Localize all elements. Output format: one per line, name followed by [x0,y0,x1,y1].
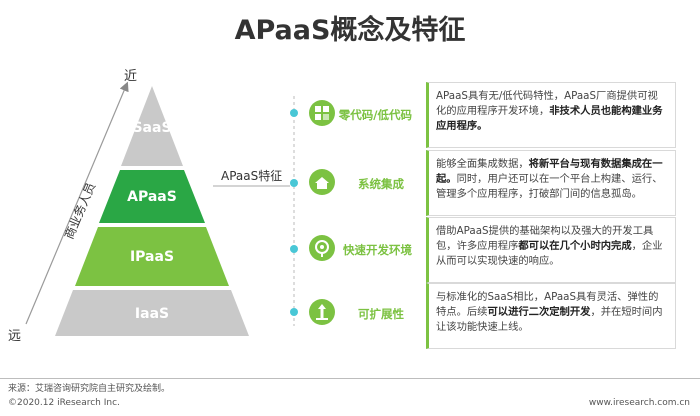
layer-iaas [55,290,249,336]
attribute-label: APaaS特征 [221,168,282,183]
feature-desc-2: 能够全面集成数据，将新平台与现有数据集成在一起。同时，用户还可以在一个平台上构建… [426,150,676,216]
feature-desc-4: 与标准化的SaaS相比，APaaS具有灵活、弹性的特点。后续可以进行二次定制开发… [426,283,676,349]
axis-far-label: 远 [8,329,21,344]
desc-segment: 可以进行二次定制开发 [487,306,591,318]
feature-label-1: 零代码/低代码 [338,108,412,122]
desc-segment: 同时，用户还可以在一个平台上构建、运行、管理多个应用程序，打破部门间的信息孤岛。 [436,173,663,200]
layer-saas [121,86,183,166]
desc-segment: 将新平台与现有数据集成在一起。 [436,158,663,185]
desc-segment: 都可以在几个小时内完成 [518,240,632,252]
axis-label: 商业务人员 [61,180,98,241]
axis-near-label: 近 [124,69,137,84]
feature-desc-3: 借助APaaS提供的基础架构以及强大的开发工具包，许多应用程序都可以在几个小时内… [426,217,676,283]
desc-segment: 借助APaaS提供的基础架构以及强大的开发工具包，许多应用程序 [436,225,654,252]
feature-label-4: 可扩展性 [358,307,404,321]
extend-icon [308,298,336,326]
layer-saas-label: SaaS [132,120,171,136]
desc-segment: 与标准化的SaaS相比，APaaS具有灵活、弹性的特点。后续 [436,291,659,318]
layer-iaas-label: IaaS [135,306,169,322]
feature-dot-1 [290,109,298,117]
feature-desc-1: APaaS具有无/低代码特性，APaaS厂商提供可视化的应用程序开发环境，非技术… [426,82,676,148]
desc-segment: APaaS具有无/低代码特性，APaaS厂商提供可视化的应用程序开发环境， [436,90,658,117]
proximity-axis-line [25,81,129,325]
code-icon [308,99,336,127]
feature-label-3: 快速开发环境 [343,243,412,257]
desc-segment: ，企业从而可以实现快速的响应。 [436,240,663,267]
copyright: ©2020.12 iResearch Inc. [8,398,120,408]
layer-ipaas-label: IPaaS [130,249,174,265]
desc-segment: 能够全面集成数据， [436,158,529,170]
footer-divider [0,378,700,379]
desc-segment: 非技术人员也能构建业务应用程序。 [436,105,663,132]
feature-label-2: 系统集成 [358,177,404,191]
feature-dot-4 [290,308,298,316]
desc-segment: ，并在短时间内让该功能快速上线。 [436,306,663,333]
layer-ipaas [75,227,229,286]
speed-icon [308,234,336,262]
layer-apaas-label: APaaS [127,189,177,205]
site-url: www.iresearch.com.cn [588,398,690,408]
feature-dot-2 [290,179,298,187]
integration-icon [308,168,336,196]
layer-apaas [99,170,205,223]
source-note: 来源：艾瑞咨询研究院自主研究及绘制。 [8,384,171,394]
page-title: APaaS概念及特征 [234,15,466,46]
feature-dot-3 [290,245,298,253]
